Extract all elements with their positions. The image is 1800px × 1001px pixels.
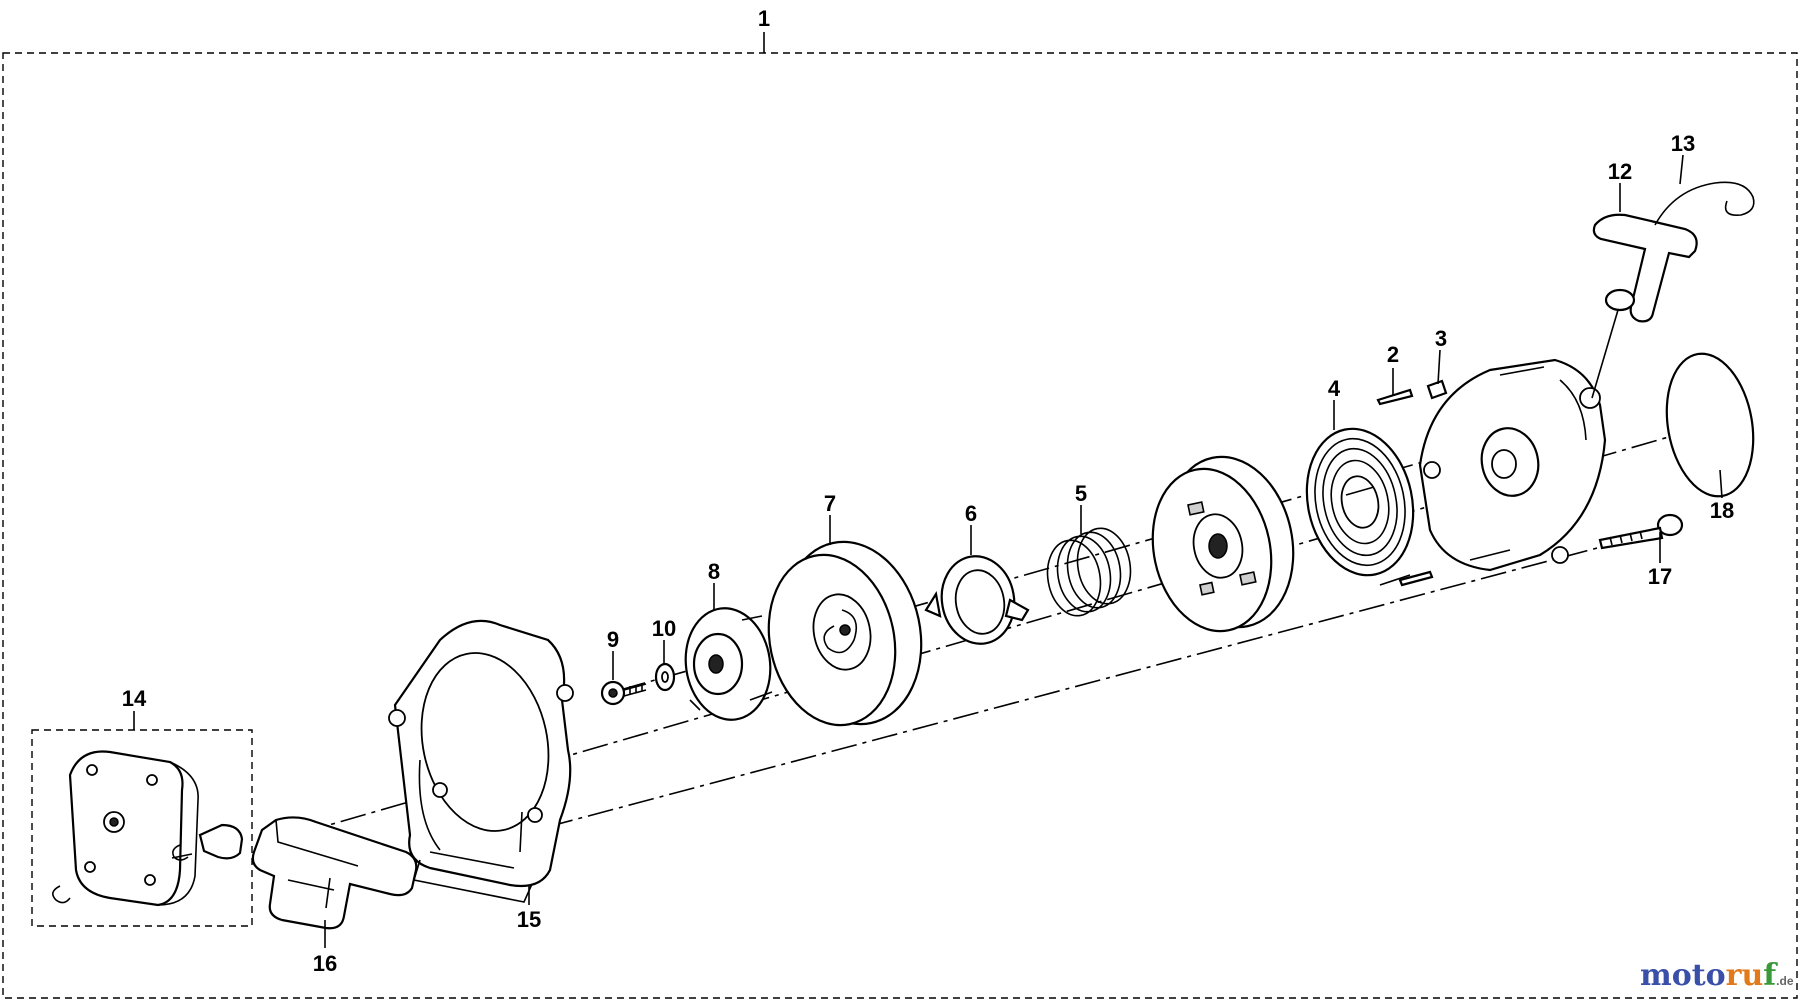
part-9-screw: [600, 680, 647, 706]
callout-18: 18: [1710, 498, 1734, 523]
callout-17: 17: [1648, 564, 1672, 589]
rotor-disc: [1151, 455, 1295, 633]
part-14-cover-plate: [52, 750, 244, 907]
watermark-logo: motoruf.de: [1640, 958, 1794, 993]
logo-letter: r: [1726, 958, 1743, 993]
svg-text:motoruf.de: motoruf.de: [1640, 958, 1794, 993]
assembly-frame: [2, 52, 1798, 999]
callout-8: 8: [708, 559, 720, 584]
part-10-washer: [654, 662, 676, 692]
part-4-recoil-spring: [1305, 427, 1415, 577]
callout-1: 1: [758, 6, 770, 31]
callout-15: 15: [517, 907, 541, 932]
part-7-pulley: [767, 540, 923, 727]
part-15-housing: [388, 619, 574, 903]
starter-housing: [1379, 358, 1607, 587]
callout-9: 9: [607, 627, 619, 652]
part-5-spring: [1046, 527, 1132, 617]
logo-letter: u: [1741, 958, 1763, 993]
callout-16: 16: [313, 951, 337, 976]
part-2-pin: [1376, 388, 1414, 406]
part-12-handle: [1591, 213, 1698, 399]
callout-10: 10: [652, 616, 676, 641]
part-6-pawl: [924, 555, 1030, 645]
callout-13: 13: [1671, 131, 1695, 156]
part-17-bolt: [1598, 513, 1684, 550]
logo-suffix: .de: [1776, 974, 1794, 988]
callout-3: 3: [1435, 326, 1447, 351]
subassembly-frame-14: [31, 729, 253, 927]
logo-letter: t: [1692, 958, 1706, 993]
logo-letter: f: [1763, 958, 1778, 993]
callout-5: 5: [1075, 481, 1087, 506]
logo-letter: m: [1640, 958, 1672, 993]
logo-letter: o: [1672, 958, 1692, 993]
leader-lines: [324, 154, 1723, 948]
callout-6: 6: [965, 501, 977, 526]
part-13-rope: [1654, 181, 1755, 226]
callout-12: 12: [1608, 159, 1632, 184]
part-16-bracket: [251, 816, 418, 930]
logo-letter: o: [1706, 958, 1726, 993]
callout-2: 2: [1387, 342, 1399, 367]
lower-axis-line: [384, 529, 1666, 871]
part-8-hub: [684, 607, 773, 721]
callout-14: 14: [122, 686, 147, 711]
callout-7: 7: [824, 491, 836, 516]
part-18-cover: [1665, 352, 1755, 498]
part-3-bushing: [1426, 379, 1448, 400]
callout-4: 4: [1328, 376, 1341, 401]
callout-numbers: 1 2 3 4 5 6 7 8 9 10 12 13 14 15 16 17 1…: [122, 6, 1734, 976]
